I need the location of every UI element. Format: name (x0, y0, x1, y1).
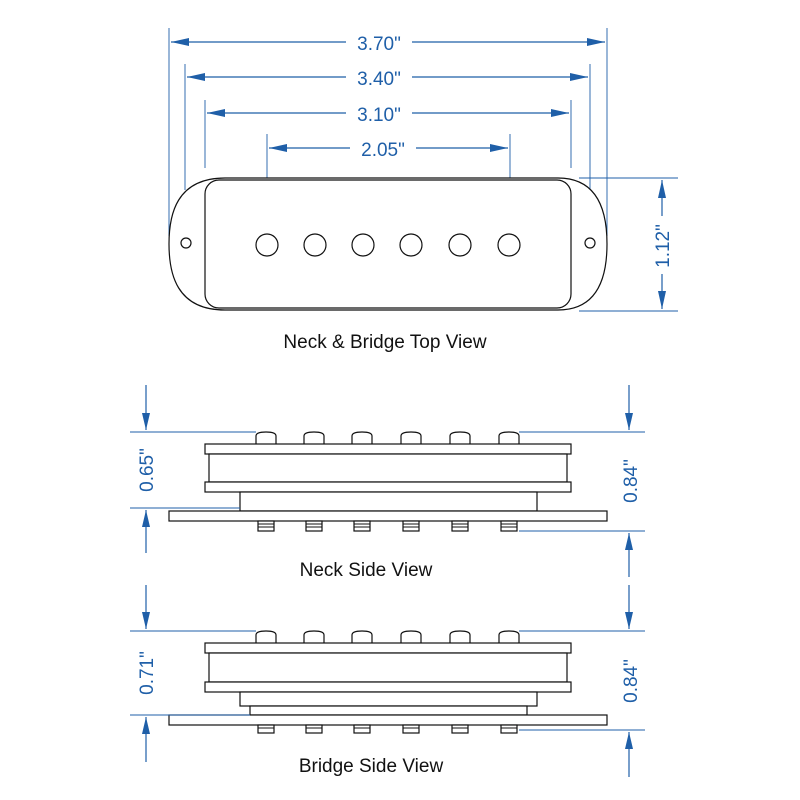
pole-tops (255, 431, 520, 444)
caption-top-view: Neck & Bridge Top View (283, 332, 486, 353)
base-block (239, 491, 538, 512)
pole-piece-3 (351, 233, 375, 257)
dim-label-cover: 3.10" (357, 105, 401, 126)
bridge-side-view: 0.71" 0.84" Bridge Side View (130, 585, 645, 777)
caption-neck-side-view: Neck Side View (300, 560, 433, 581)
coil-body (208, 652, 568, 683)
pole-piece-5 (448, 233, 472, 257)
pickup-cover (204, 179, 572, 309)
pole-bottoms (257, 724, 518, 734)
dim-label-bridge-right: 0.84" (621, 659, 642, 703)
dimension-bridge-left (142, 585, 150, 762)
mounting-hole-left (180, 237, 192, 249)
dim-label-width: 1.12" (653, 224, 674, 268)
bottom-flange (204, 681, 572, 693)
dim-label-overall: 3.70" (357, 34, 401, 55)
pole-bottoms (257, 520, 518, 532)
base-shim (249, 705, 528, 716)
top-flange (204, 642, 572, 654)
neck-side-view: 0.65" 0.84" Neck Side View (130, 385, 645, 581)
dimension-neck-right (625, 385, 633, 577)
pole-tops (255, 630, 520, 643)
dim-label-neck-left: 0.65" (137, 448, 158, 492)
dim-label-neck-right: 0.84" (621, 459, 642, 503)
dimension-neck-left (142, 385, 150, 553)
dim-label-bridge-left: 0.71" (137, 651, 158, 695)
mounting-plate (168, 510, 608, 522)
pole-piece-6 (497, 233, 521, 257)
pole-piece-1 (255, 233, 279, 257)
base-block (239, 691, 538, 707)
mounting-hole-right (584, 237, 596, 249)
bottom-flange (204, 481, 572, 493)
dim-label-pole-span: 2.05" (361, 140, 405, 161)
coil-body (208, 453, 568, 483)
caption-bridge-side-view: Bridge Side View (299, 756, 444, 777)
dimension-bridge-right (625, 585, 633, 777)
mounting-plate (168, 714, 608, 726)
dim-label-mount: 3.40" (357, 69, 401, 90)
pole-piece-2 (303, 233, 327, 257)
pole-piece-4 (399, 233, 423, 257)
top-flange (204, 443, 572, 455)
top-view: 3.70" 3.40" 3.10" 2.05" 1.12" Neck & Bri… (168, 28, 678, 353)
